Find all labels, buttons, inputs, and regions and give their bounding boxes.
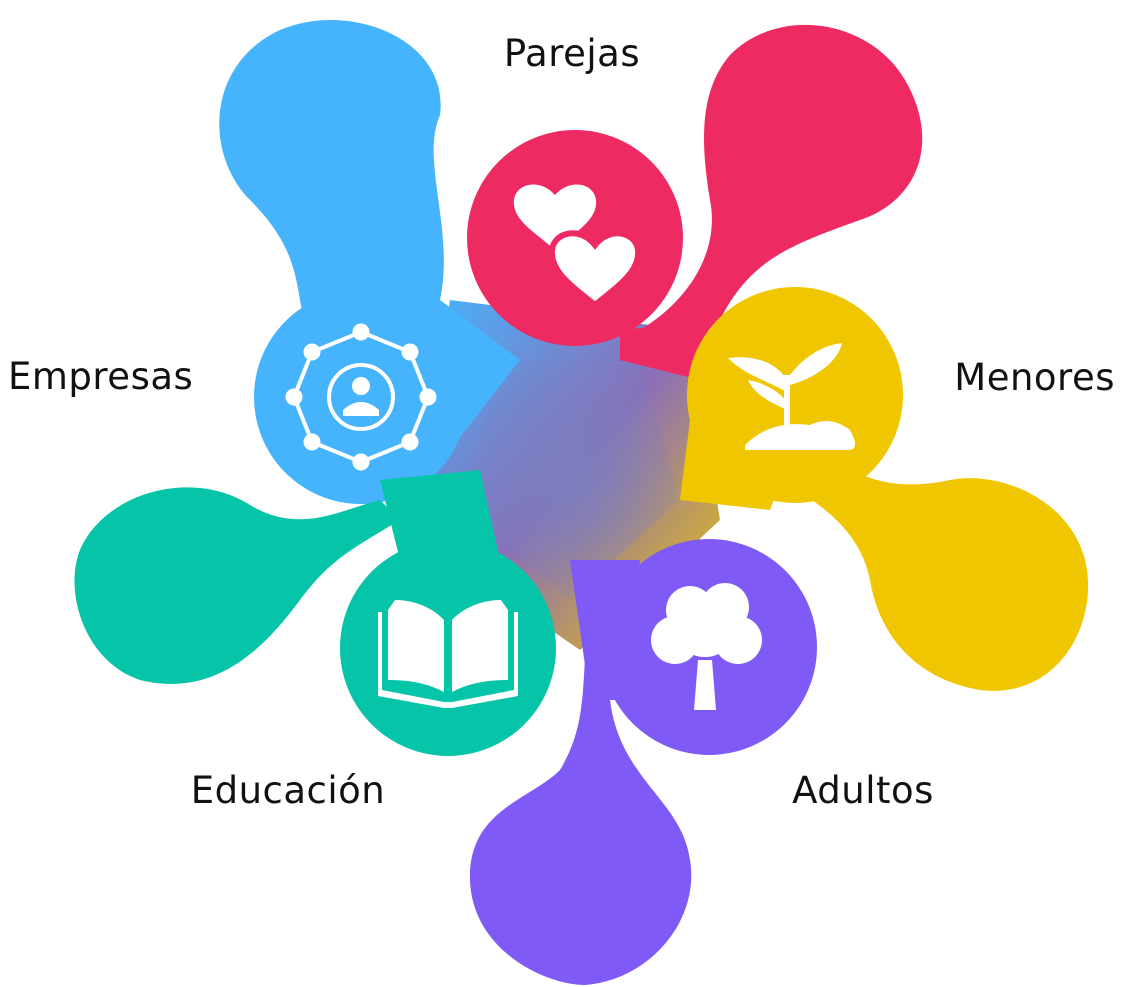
label-menores: Menores <box>954 356 1115 399</box>
label-educacion: Educación <box>191 769 386 812</box>
label-adultos: Adultos <box>792 769 934 812</box>
segment-parejas <box>467 24 923 380</box>
empresas-petal <box>219 19 444 372</box>
educacion-circle <box>340 540 556 756</box>
label-empresas: Empresas <box>8 355 193 398</box>
menores-petal <box>760 430 1089 691</box>
hearts-icon <box>513 184 642 309</box>
parejas-petal <box>640 24 923 330</box>
adultos-petal <box>469 600 692 985</box>
segment-adultos <box>469 539 817 985</box>
segment-menores <box>680 287 1089 691</box>
label-parejas: Parejas <box>504 32 640 75</box>
labels: Parejas Menores Adultos Educación Empres… <box>8 32 1115 812</box>
open-book-icon <box>378 600 518 708</box>
sprout-icon <box>728 343 855 450</box>
menores-circle <box>687 287 903 503</box>
segment-empresas <box>219 19 520 504</box>
segment-educacion <box>74 470 556 756</box>
network-icon <box>285 323 437 471</box>
educacion-petal <box>74 487 400 684</box>
tree-icon <box>651 583 762 710</box>
